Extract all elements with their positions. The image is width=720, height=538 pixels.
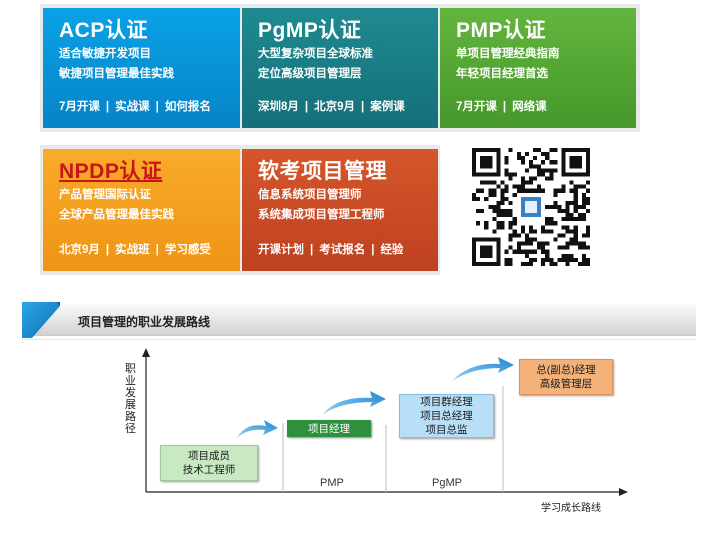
career-step-executive: 总(副总)经理 高级管理层 bbox=[519, 359, 613, 395]
tile-desc-1: 大型复杂项目全球标准 bbox=[258, 48, 373, 60]
step-line: 项目总经理 bbox=[420, 410, 473, 422]
tile-title: NPDP认证 bbox=[59, 159, 240, 185]
tile-desc-1: 单项目管理经典指南 bbox=[456, 48, 560, 60]
link-separator: | bbox=[310, 244, 314, 256]
tile-pgmp[interactable]: PgMP认证 大型复杂项目全球标准 定位高级项目管理层 深圳8月 | 北京9月 | 案例… bbox=[242, 8, 438, 128]
tile-desc-2: 年轻项目经理首选 bbox=[456, 68, 548, 80]
tile-links: 深圳8月 | 北京9月 | 案例课 bbox=[258, 98, 405, 114]
y-axis-arrow-icon bbox=[142, 348, 150, 357]
tile-pmp[interactable]: PMP认证 单项目管理经典指南 年轻项目经理首选 7月开课 | 网络课 bbox=[440, 8, 636, 128]
link-soft-plan[interactable]: 开课计划 bbox=[258, 244, 304, 256]
link-pgmp-case[interactable]: 案例课 bbox=[370, 101, 405, 113]
link-separator: | bbox=[105, 244, 110, 256]
x-axis-arrow-icon bbox=[619, 488, 628, 496]
step-line: 项目群经理 bbox=[420, 396, 473, 408]
step-line: 项目总监 bbox=[425, 424, 468, 436]
tile-desc-2: 敏捷项目管理最佳实践 bbox=[59, 68, 174, 80]
career-path-diagram bbox=[142, 348, 628, 496]
tile-desc-2: 系统集成项目管理工程师 bbox=[258, 209, 385, 221]
arrow-icon bbox=[237, 420, 278, 438]
step-line: 总(副总)经理 bbox=[536, 364, 596, 376]
tile-title: PgMP认证 bbox=[258, 19, 362, 42]
step-line: 技术工程师 bbox=[182, 464, 236, 476]
arrow-icon bbox=[452, 357, 514, 381]
link-acp-practice[interactable]: 实战课 bbox=[115, 101, 150, 113]
tile-title: ACP认证 bbox=[59, 19, 148, 42]
section-tab-icon bbox=[22, 302, 60, 338]
section-header: 项目管理的职业发展路线 bbox=[22, 304, 696, 336]
link-separator: | bbox=[155, 244, 159, 256]
link-pgmp-shenzhen[interactable]: 深圳8月 bbox=[258, 101, 299, 113]
tile-desc-1: 信息系统项目管理师 bbox=[258, 189, 362, 201]
step-line: 高级管理层 bbox=[539, 378, 593, 390]
link-soft-experience[interactable]: 经验 bbox=[380, 244, 404, 256]
section-divider bbox=[22, 339, 696, 340]
link-npdp-practice[interactable]: 实战班 bbox=[115, 244, 150, 256]
tile-title-link[interactable]: NPDP认证 bbox=[59, 160, 163, 183]
career-step-manager: 项目经理 bbox=[287, 420, 371, 437]
tile-desc-2: 定位高级项目管理层 bbox=[258, 68, 362, 80]
tile-npdp[interactable]: NPDP认证 产品管理国际认证 全球产品管理最佳实践 北京9月 | 实战班 | 学习感受 bbox=[43, 149, 240, 271]
link-npdp-feedback[interactable]: 学习感受 bbox=[164, 244, 211, 256]
link-acp-start[interactable]: 7月开课 bbox=[59, 101, 100, 113]
stage-label-pgmp: PgMP bbox=[432, 477, 462, 489]
tile-links: 开课计划 | 考试报名 | 经验 bbox=[258, 241, 403, 257]
link-separator: | bbox=[361, 101, 365, 113]
section-title: 项目管理的职业发展路线 bbox=[78, 315, 211, 329]
step-line: 项目成员 bbox=[188, 450, 230, 462]
link-pmp-online[interactable]: 网络课 bbox=[512, 101, 547, 113]
link-pmp-start[interactable]: 7月开课 bbox=[456, 101, 497, 113]
link-soft-signup[interactable]: 考试报名 bbox=[319, 244, 366, 256]
tile-desc-2: 全球产品管理最佳实践 bbox=[59, 209, 174, 221]
link-separator: | bbox=[155, 101, 159, 113]
tile-soft-exam[interactable]: 软考项目管理 信息系统项目管理师 系统集成项目管理工程师 开课计划 | 考试报名 | 经… bbox=[242, 149, 438, 271]
stage-label-pmp: PMP bbox=[320, 477, 344, 489]
qr-code-image bbox=[472, 148, 590, 266]
link-separator: | bbox=[502, 101, 507, 113]
link-acp-signup[interactable]: 如何报名 bbox=[164, 101, 211, 113]
tile-links: 7月开课 | 网络课 bbox=[456, 98, 547, 114]
career-step-program-manager: 项目群经理 项目总经理 项目总监 bbox=[399, 394, 494, 438]
tile-links: 7月开课 | 实战课 | 如何报名 bbox=[59, 98, 211, 114]
x-axis-label: 学习成长路线 bbox=[541, 503, 601, 514]
y-axis-label: 职业发展路径 bbox=[125, 363, 136, 435]
career-step-member: 项目成员 技术工程师 bbox=[160, 445, 258, 481]
link-separator: | bbox=[105, 101, 110, 113]
tile-desc-1: 产品管理国际认证 bbox=[59, 189, 151, 201]
tile-title: 软考项目管理 bbox=[258, 160, 387, 183]
link-npdp-beijing[interactable]: 北京9月 bbox=[59, 244, 100, 256]
tile-title: PMP认证 bbox=[456, 19, 547, 42]
step-line: 项目经理 bbox=[308, 422, 350, 435]
link-separator: | bbox=[304, 101, 309, 113]
arrow-icon bbox=[323, 391, 386, 414]
tile-desc-1: 适合敏捷开发项目 bbox=[59, 48, 151, 60]
link-pgmp-beijing[interactable]: 北京9月 bbox=[314, 101, 356, 113]
link-separator: | bbox=[371, 244, 375, 256]
tile-acp[interactable]: ACP认证 适合敏捷开发项目 敏捷项目管理最佳实践 7月开课 | 实战课 | 如何报名 bbox=[43, 8, 240, 128]
tile-links: 北京9月 | 实战班 | 学习感受 bbox=[59, 241, 211, 257]
